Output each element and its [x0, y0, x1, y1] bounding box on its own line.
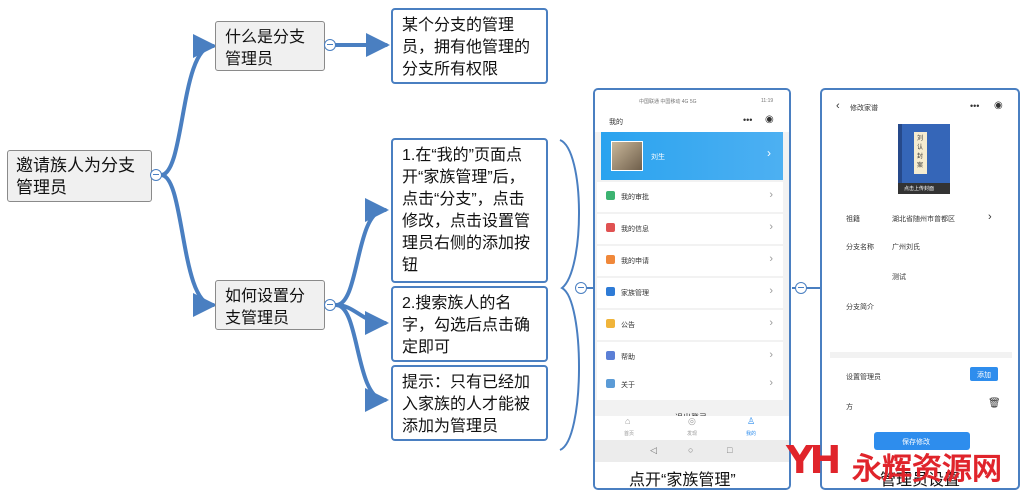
menu-item[interactable]: 我的审批 › [597, 182, 783, 216]
tab-home-icon[interactable]: ⌂ [625, 416, 631, 426]
chevron-right-icon: › [769, 377, 773, 389]
node-what-is: 什么是分支管理员 [215, 21, 325, 71]
field-value[interactable]: 测试 [892, 274, 906, 281]
upload-cover-text: 点击上传封面 [904, 186, 935, 192]
tab-mine[interactable]: 我的 [746, 431, 757, 437]
menu-item[interactable]: 我的申请 › [597, 246, 783, 280]
admin-label: 设置管理员 [846, 374, 881, 381]
collapse-toggle-what-is[interactable] [324, 39, 336, 51]
field-value[interactable]: 广州刘氏 [892, 244, 920, 251]
menu-item[interactable]: 关于 › [597, 370, 783, 404]
watermark: YH 永辉资源网 [786, 438, 1026, 487]
node-step1: 1.在“我的”页面点开“家族管理”后，点击“分支”，点击修改，点击设置管理员右侧… [391, 138, 548, 283]
menu-item-label: 关于 [621, 382, 635, 389]
book-title-text: 刘认封案 [917, 136, 924, 169]
admin-item-name: 方 [846, 404, 853, 411]
node-tip: 提示：只有已经加入家族的人才能被添加为管理员 [391, 365, 548, 441]
target-icon[interactable]: ◉ [994, 100, 1003, 111]
field-label: 分支简介 [846, 304, 874, 311]
watermark-text: 永辉资源网 [852, 452, 1002, 487]
menu-item-label: 我的审批 [621, 194, 649, 201]
menu-item-label: 我的信息 [621, 226, 649, 233]
menu-item[interactable]: 公告 › [597, 310, 783, 344]
tab-discover[interactable]: 发现 [687, 431, 698, 437]
phone-screenshot-edit-genealogy: ‹ 修改家谱 ••• ◉ 刘认封案 点击上传封面 祖籍 湖北省随州市曾都区 › 分支名… [820, 88, 1020, 490]
target-icon[interactable]: ◉ [765, 114, 774, 125]
menu-item[interactable]: 家族管理 › [597, 278, 783, 312]
delete-icon[interactable]: 🗑 [988, 398, 1001, 409]
menu-item-label: 公告 [621, 322, 635, 329]
phone2-caption: 管理员设置 [880, 472, 961, 489]
nav-home-icon[interactable]: ○ [688, 445, 694, 455]
menu-item-label: 家族管理 [621, 290, 649, 297]
announcement-icon [606, 319, 615, 328]
node-what-is-detail: 某个分支的管理员，拥有他管理的分支所有权限 [391, 8, 548, 84]
phone1-caption-area [595, 462, 789, 488]
menu-item-label: 帮助 [621, 354, 635, 361]
node-step2: 2.搜索族人的名字，勾选后点击确定即可 [391, 286, 548, 362]
more-icon[interactable]: ••• [743, 115, 753, 125]
add-admin-button-label: 添加 [977, 372, 991, 379]
collapse-toggle-phone[interactable] [795, 282, 807, 294]
phone1-caption: 点开“家族管理” [629, 472, 736, 489]
user-profile-banner[interactable]: 刘生 › [601, 132, 783, 180]
watermark-logo: YH [786, 438, 841, 482]
collapse-toggle-root[interactable] [150, 169, 162, 181]
book-title-label: 刘认封案 [914, 132, 927, 174]
section-divider [830, 352, 1012, 358]
chevron-right-icon: › [767, 146, 771, 160]
chevron-right-icon: › [769, 221, 773, 233]
mail-icon [606, 223, 615, 232]
field-label: 分支名称 [846, 244, 874, 251]
save-button-label: 保存修改 [902, 439, 930, 446]
field-label: 祖籍 [846, 216, 860, 223]
help-icon [606, 351, 615, 360]
chevron-right-icon[interactable]: › [988, 211, 992, 223]
avatar [611, 141, 643, 171]
phone-screenshot-my-page: 中国联通 中国移动 4G 5G 11:19 我的 ••• ◉ 刘生 › 我的审批… [593, 88, 791, 490]
chevron-right-icon: › [769, 253, 773, 265]
tab-mine-icon[interactable]: ♙ [747, 416, 756, 426]
approval-icon [606, 191, 615, 200]
tab-home[interactable]: 首页 [624, 431, 635, 437]
tab-bar: ⌂ 首页 ◎ 发现 ♙ 我的 [595, 416, 789, 440]
collapse-toggle-how-to[interactable] [324, 299, 336, 311]
phone1-header: 中国联通 中国移动 4G 5G 11:19 我的 ••• ◉ [595, 90, 789, 132]
menu-item[interactable]: 我的信息 › [597, 214, 783, 248]
status-bar-carrier: 中国联通 中国移动 4G 5G [639, 99, 697, 105]
tab-discover-icon[interactable]: ◎ [688, 416, 696, 426]
collapse-toggle-steps[interactable] [575, 282, 587, 294]
phone1-title: 我的 [609, 119, 623, 126]
chevron-right-icon: › [769, 349, 773, 361]
add-admin-button[interactable]: 添加 [970, 367, 998, 381]
node-how-to: 如何设置分支管理员 [215, 280, 325, 330]
phone2-title: 修改家谱 [850, 105, 878, 112]
nav-recent-icon[interactable]: □ [727, 445, 733, 455]
home-icon [606, 287, 615, 296]
menu-item-label: 我的申请 [621, 258, 649, 265]
nav-back-icon[interactable]: ◁ [650, 445, 657, 455]
genealogy-book-cover[interactable]: 刘认封案 点击上传封面 [898, 124, 950, 194]
upload-cover-strip[interactable]: 点击上传封面 [898, 183, 950, 194]
back-arrow-icon[interactable]: ‹ [836, 100, 840, 112]
apply-icon [606, 255, 615, 264]
field-value[interactable]: 湖北省随州市曾都区 [892, 216, 955, 223]
more-icon[interactable]: ••• [970, 101, 980, 111]
save-button[interactable]: 保存修改 [874, 432, 970, 450]
chevron-right-icon: › [769, 317, 773, 329]
root-node: 邀请族人为分支管理员 [7, 150, 152, 202]
about-icon [606, 379, 615, 388]
chevron-right-icon: › [769, 285, 773, 297]
chevron-right-icon: › [769, 189, 773, 201]
user-name: 刘生 [651, 154, 665, 161]
status-bar-time: 11:19 [761, 98, 774, 104]
android-nav-bar: ◁ ○ □ [595, 440, 789, 462]
